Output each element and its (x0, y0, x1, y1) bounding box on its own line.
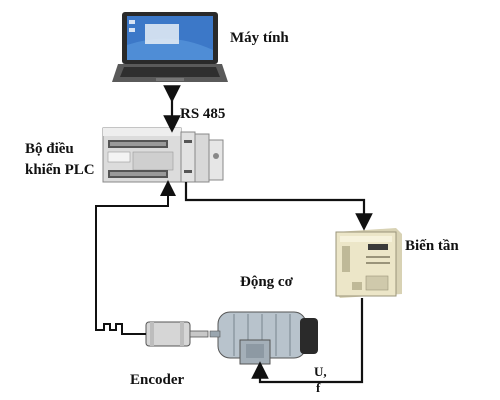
label-rs485: RS 485 (180, 106, 225, 122)
label-uf: U, (314, 364, 327, 379)
laptop-icon (112, 12, 228, 82)
label-inverter: Biến tần (405, 238, 459, 254)
label-computer: Máy tính (230, 30, 289, 46)
plc-icon (102, 127, 224, 183)
edge-inverter-motor (251, 298, 364, 384)
label-encoder: Encoder (130, 372, 185, 388)
edge-plc-inverter (184, 182, 373, 231)
inverter-icon (335, 228, 402, 298)
motor-icon (209, 311, 318, 365)
label-plc-line1: Bộ điều (25, 141, 74, 157)
label-motor: Động cơ (240, 274, 294, 290)
label-uf-f: f (316, 380, 321, 395)
edge-encoder-plc (95, 180, 176, 335)
encoder-icon (145, 321, 209, 347)
label-plc-line2: khiển PLC (25, 162, 95, 178)
